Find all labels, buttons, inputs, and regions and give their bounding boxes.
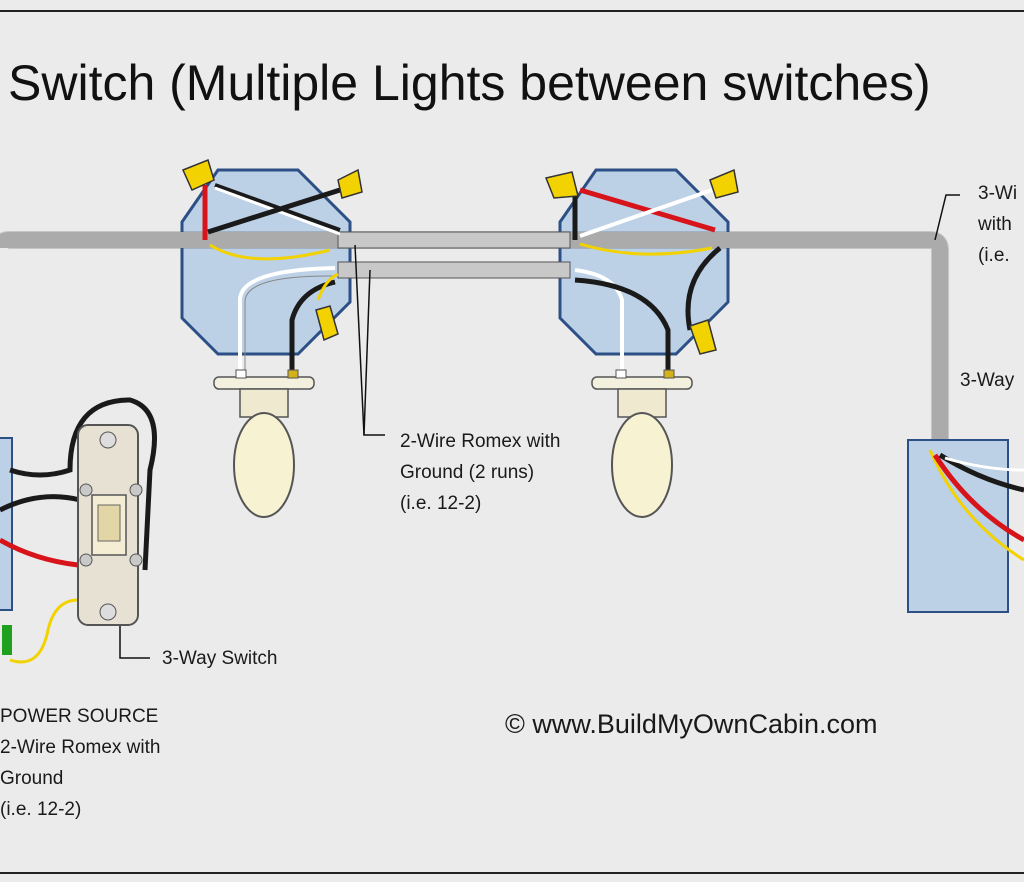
white-wire [238,266,336,375]
black-wire [574,277,671,375]
label-line: Ground [0,768,64,789]
power-source-label: POWER SOURCE 2-Wire Romex with Ground (i… [0,701,160,825]
three-way-switch-icon [77,424,143,626]
ground-wire [209,243,331,261]
black-wire [289,279,336,375]
romex-run-lower [337,261,571,279]
label-line: 3-Wi [978,183,1018,204]
wire-nut-icon [689,319,717,355]
ground-wire [928,449,1024,562]
light-bulb-icon [591,369,693,518]
three-wire-romex-label: 3-Wi with (i.e. [978,178,1017,271]
wire-nut-icon [315,305,339,342]
leader-line [363,269,385,436]
red-wire [932,453,1024,543]
romex-runs-label: 2-Wire Romex with Ground (2 runs) (i.e. … [400,426,560,519]
switch-box-icon [0,437,13,611]
wire-nut-icon [337,168,363,199]
romex-run-upper [337,231,571,249]
label-line: 2-Wire Romex with [0,737,161,758]
black-wire [0,494,81,513]
frame-bottom-border [0,872,1024,874]
black-wire [207,187,341,235]
white-wire [944,456,1024,472]
white-wire [574,268,624,375]
three-wire-romex-outline [0,231,949,440]
white-wire [579,188,713,238]
red-wire [579,187,716,233]
diagram-title: Switch (Multiple Lights between switches… [8,55,931,111]
wire-nut-icon [181,158,215,191]
switch-right-label: 3-Way [960,370,1015,391]
ground-wire [9,598,79,664]
wire-nut-icon [544,171,579,199]
label-line: (i.e. 12-2) [400,493,482,514]
leader-line [354,244,365,436]
label-line: (i.e. [978,245,1010,266]
black-wire [685,246,722,331]
wire-nut-icon [709,168,739,199]
light-bulb-icon [213,369,315,518]
frame-top-border [0,10,1024,12]
black-wire [9,397,157,571]
switch-left-label: 3-Way Switch [162,648,278,669]
red-wire [0,537,79,568]
copyright-notice: © www.BuildMyOwnCabin.com [505,709,878,739]
octagon-junction-box-icon [180,168,352,356]
leader-line [119,620,150,659]
three-wire-romex-cable [0,232,948,440]
ground-wire [316,272,339,301]
white-wire-outline [244,275,336,375]
label-line: 2-Wire Romex with [400,431,561,452]
ground-wire [579,242,713,256]
green-ground-wire [2,625,12,655]
label-line: Ground (2 runs) [400,462,535,483]
leader-line [934,194,960,241]
label-line: POWER SOURCE [0,706,159,727]
label-line: (i.e. 12-2) [0,799,82,820]
label-line: with [978,214,1012,235]
